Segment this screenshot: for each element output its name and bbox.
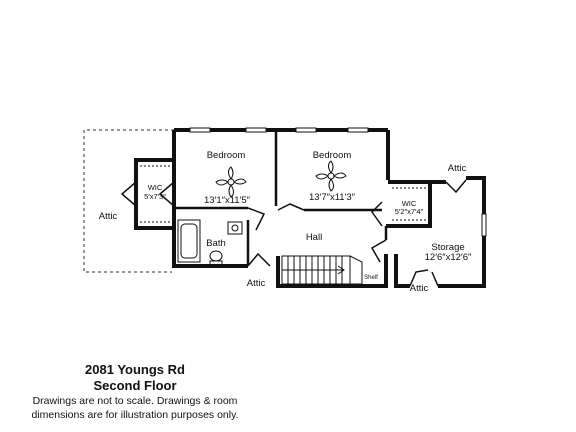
attic-west-outline: [83, 129, 174, 273]
attic-southeast-label: Attic: [410, 283, 429, 294]
wic-left-dims: 5′x7′3″: [144, 192, 166, 201]
bedroom-right-dims: 13′7″x11′3″: [309, 192, 356, 203]
ceiling-fan-icon: [315, 160, 347, 192]
attic-west-label: Attic: [99, 211, 118, 222]
floor-name: Second Floor: [93, 378, 177, 393]
bath-fixtures: [177, 219, 243, 266]
door-swings: [120, 179, 467, 287]
closet-shelves: [140, 165, 426, 223]
bedroom-right-label: Bedroom: [313, 150, 352, 161]
bath-label: Bath: [206, 238, 226, 249]
ceiling-fan-icon: [215, 166, 247, 198]
hall-label: Hall: [306, 232, 322, 243]
plan-caption: 2081 Youngs Rd Second Floor Drawings are…: [0, 362, 270, 422]
disclaimer-line-2: dimensions are for illustration purposes…: [31, 409, 239, 421]
storage-dims: 12′6″x12′6″: [425, 252, 472, 263]
attic-east-label: Attic: [448, 163, 467, 174]
wic-right-label: WIC: [402, 199, 417, 208]
storage-label: Storage: [431, 242, 464, 253]
wic-right-dims: 5′2″x7′4″: [395, 207, 424, 216]
sink-icon: [227, 221, 243, 235]
stairs: [281, 255, 363, 285]
property-address: 2081 Youngs Rd: [85, 362, 185, 377]
bathtub-icon: [177, 219, 201, 263]
shelf-label: Shelf: [364, 275, 378, 281]
toilet-icon: [209, 250, 223, 262]
disclaimer-line-1: Drawings are not to scale. Drawings & ro…: [32, 395, 238, 407]
attic-south-label: Attic: [247, 278, 266, 289]
bedroom-left-label: Bedroom: [207, 150, 246, 161]
windows: [189, 127, 487, 237]
interior-walls: [174, 130, 388, 266]
bedroom-left-dims: 13′1″x11′5″: [204, 195, 251, 206]
wic-left-label: WIC: [148, 183, 163, 192]
